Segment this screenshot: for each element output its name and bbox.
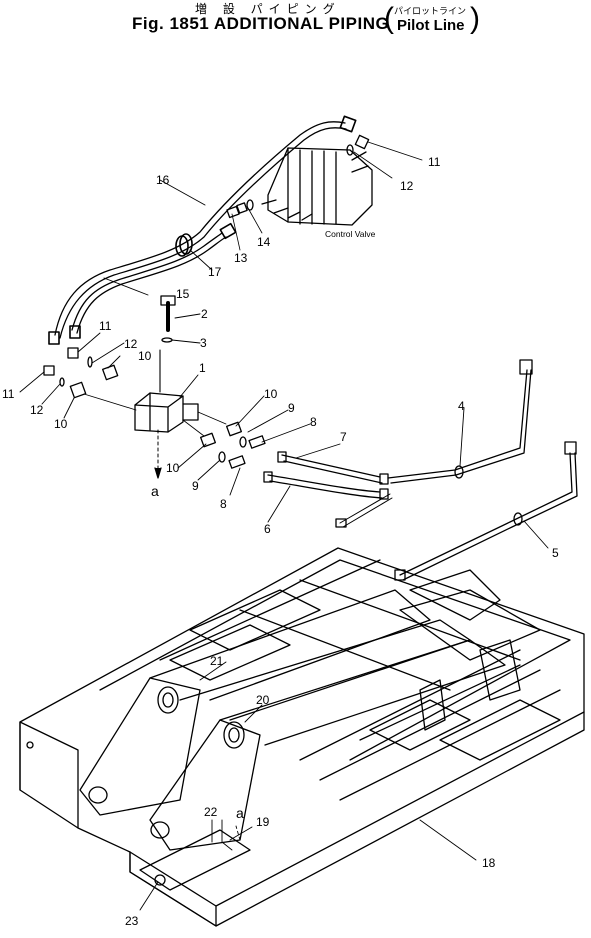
callout-9a: 9	[288, 401, 295, 415]
callout-15: 15	[176, 287, 190, 301]
title-japanese: 増 設 パイピング	[195, 2, 341, 16]
callout-21: 21	[210, 654, 224, 668]
callout-9b: 9	[192, 479, 199, 493]
selector-valve	[134, 295, 199, 479]
callout-2: 2	[201, 307, 208, 321]
callout-10c: 10	[54, 417, 68, 431]
callout-19: 19	[256, 815, 270, 829]
callout-14: 14	[257, 235, 271, 249]
boom-arms	[79, 569, 506, 851]
subtitle-japanese: パイロットライン	[394, 7, 467, 17]
hose-end-fittings	[48, 115, 357, 345]
connector-fittings-left	[43, 347, 137, 411]
subtitle-english: Pilot Line	[397, 17, 465, 34]
callout-6: 6	[264, 522, 271, 536]
callout-8b: 8	[220, 497, 227, 511]
callout-10b: 10	[138, 349, 152, 363]
pipe-5	[335, 441, 578, 581]
base-frame	[19, 547, 585, 927]
control-valve-label: Control Valve	[325, 229, 376, 239]
callout-23: 23	[125, 914, 139, 928]
control-valve: Control Valve	[261, 147, 376, 239]
callout-16: 16	[156, 173, 170, 187]
leader-lines	[19, 179, 549, 911]
view-marker-a-top: a	[151, 483, 159, 499]
callout-5: 5	[552, 546, 559, 560]
paren-left-glyph: (	[384, 2, 394, 35]
paren-right-glyph: )	[470, 2, 480, 35]
connector-fittings-right	[182, 411, 266, 469]
callout-11c: 11	[2, 387, 15, 401]
callout-4: 4	[458, 399, 465, 413]
callout-1: 1	[199, 361, 206, 375]
callout-18: 18	[482, 856, 496, 870]
title-subtitle-group: ( パイロットライン Pilot Line )	[384, 2, 480, 36]
callout-7: 7	[340, 430, 347, 444]
callout-12a: 12	[400, 179, 414, 193]
callout-3: 3	[200, 336, 207, 350]
callout-13: 13	[234, 251, 248, 265]
callout-10a: 10	[264, 387, 278, 401]
callout-11a: 11	[428, 155, 441, 169]
callout-20: 20	[256, 693, 270, 707]
callout-numbers: 1 2 3 4 5 6 7 8 8 9 9 10 10 10 10 11 11 …	[2, 155, 559, 928]
view-marker-a-bottom: a	[236, 805, 244, 821]
callout-17: 17	[208, 265, 222, 279]
hoses-6-7	[263, 451, 389, 500]
pipe-4	[387, 359, 533, 484]
fittings-13-14	[226, 199, 263, 251]
fittings-11-12-top	[346, 134, 423, 179]
callout-8a: 8	[310, 415, 317, 429]
figure-title: Fig. 1851 ADDITIONAL PIPING	[132, 14, 390, 33]
hose-16-bundle	[54, 121, 347, 339]
callout-12b: 12	[124, 337, 138, 351]
callout-12c: 12	[30, 403, 44, 417]
callout-11b: 11	[99, 319, 112, 333]
callout-10d: 10	[166, 461, 180, 475]
callout-22: 22	[204, 805, 218, 819]
